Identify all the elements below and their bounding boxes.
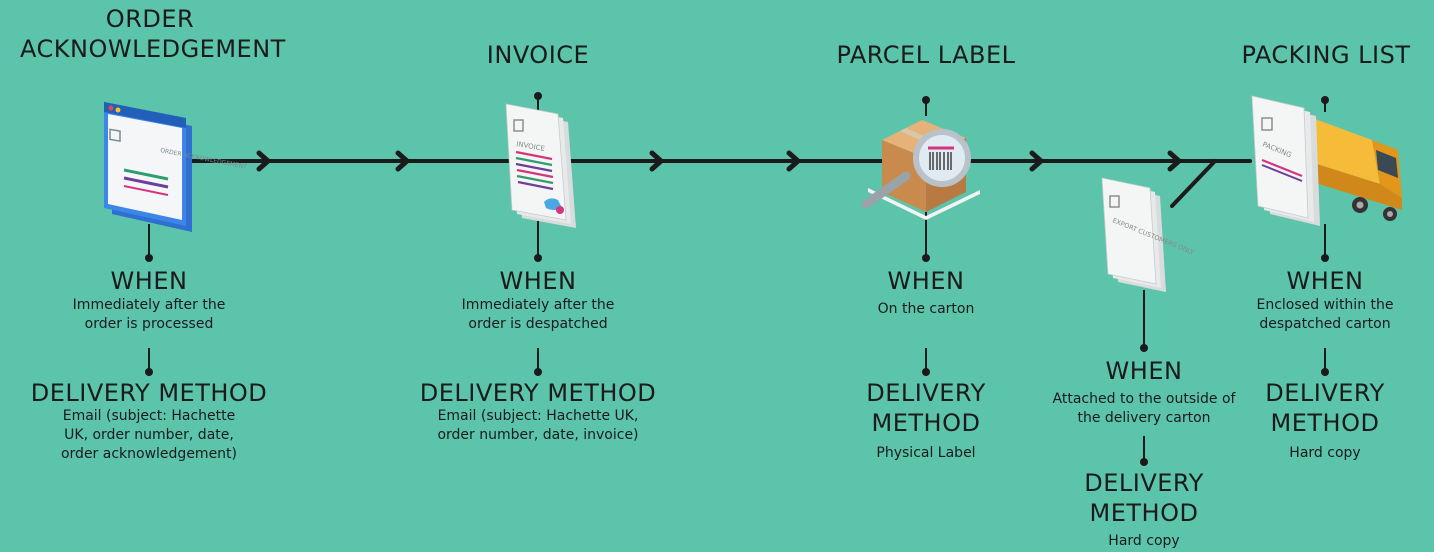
flow-arrows	[256, 150, 1182, 172]
browser-window-icon: ORDER ACKNOWLEDGEMENT	[104, 102, 248, 232]
stage-when-text: Immediately after the order is despatche…	[461, 297, 615, 332]
stage-method-text: Hard copy	[1289, 445, 1361, 461]
stage-when-text: Enclosed within the despatched carton	[1256, 297, 1394, 332]
stage-when-heading: WHEN	[499, 267, 577, 295]
parcel-magnifier-icon	[861, 120, 980, 220]
stage-title-invoice: INVOICE	[486, 41, 590, 69]
packing-list-van-icon: PACKING	[1251, 95, 1402, 226]
arrow-icon	[256, 150, 271, 172]
stage-when-text: Attached to the outside of the delivery …	[1052, 391, 1236, 426]
stage-method-text: Hard copy	[1108, 533, 1180, 549]
stage-when-text: Immediately after the order is processed	[72, 297, 226, 332]
invoice-document-icon: INVOICE	[505, 103, 576, 228]
stage-title-parcel-label: PARCEL LABEL	[836, 41, 1016, 69]
stage-method-text: Physical Label	[876, 445, 976, 461]
arrow-icon	[1167, 150, 1182, 172]
stage-when-text: On the carton	[877, 301, 975, 317]
stage-method-heading: DELIVERY METHOD	[419, 379, 657, 407]
stage-title-order-acknowledgement: ORDER ACKNOWLEDGEMENT	[20, 5, 286, 63]
stage-when-heading: WHEN	[1105, 357, 1183, 385]
stage-method-text: Email (subject: Hachette UK, order numbe…	[437, 408, 639, 443]
arrow-icon	[649, 150, 664, 172]
stage-method-heading: DELIVERY METHOD	[1265, 379, 1385, 437]
stage-when-heading: WHEN	[110, 267, 188, 295]
stage-method-text: Email (subject: Hachette UK, order numbe…	[60, 408, 238, 462]
stage-method-heading: DELIVERY METHOD	[1084, 469, 1204, 527]
arrow-icon	[1029, 150, 1044, 172]
connectors	[145, 92, 1329, 466]
timeline	[188, 159, 1252, 208]
stage-method-heading: DELIVERY METHOD	[866, 379, 986, 437]
arrow-icon	[395, 150, 410, 172]
stage-title-packing-list: PACKING LIST	[1241, 41, 1411, 69]
stage-method-heading: DELIVERY METHOD	[30, 379, 268, 407]
stage-when-heading: WHEN	[887, 267, 965, 295]
arrow-icon	[786, 150, 801, 172]
stage-when-heading: WHEN	[1286, 267, 1364, 295]
